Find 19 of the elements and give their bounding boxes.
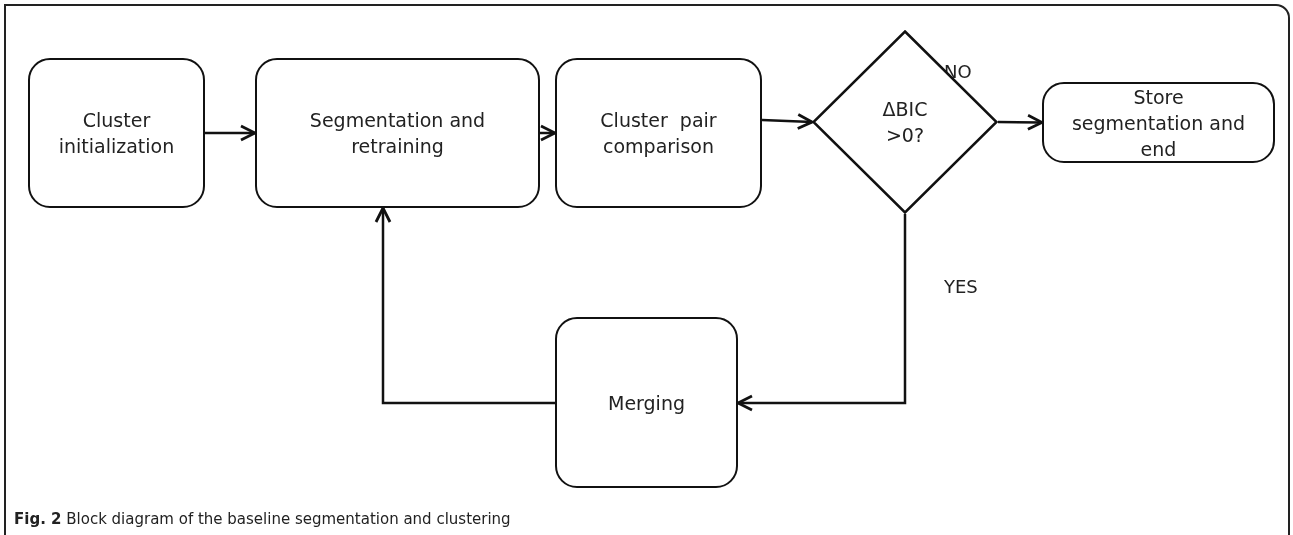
process-box bbox=[555, 317, 738, 488]
arrow bbox=[539, 124, 557, 142]
arrow bbox=[736, 214, 907, 412]
process-box bbox=[1042, 82, 1275, 163]
node-label: ΔBIC >0? bbox=[881, 97, 929, 148]
arrow bbox=[998, 113, 1044, 131]
arrow bbox=[374, 206, 555, 405]
node-label: Segmentation and retraining bbox=[308, 108, 487, 159]
node-label: Store segmentation and end bbox=[1070, 84, 1247, 162]
caption: Fig. 2 Block diagram of the baseline segmentation and clustering bbox=[14, 509, 511, 530]
node-label: Cluster initialization bbox=[57, 108, 176, 159]
process-box bbox=[255, 58, 540, 208]
process-box bbox=[28, 58, 205, 208]
arrow bbox=[761, 113, 814, 130]
node-label: Merging bbox=[607, 390, 686, 416]
arrow bbox=[205, 124, 257, 142]
decision-diamond bbox=[812, 30, 998, 214]
node-label: Cluster pair comparison bbox=[599, 108, 718, 159]
process-box bbox=[555, 58, 762, 208]
